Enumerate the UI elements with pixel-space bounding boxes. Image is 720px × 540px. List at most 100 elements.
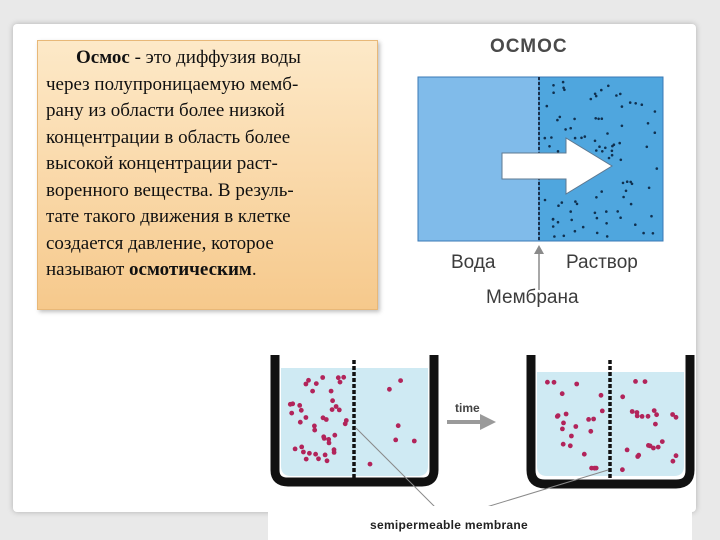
particle — [561, 420, 566, 426]
solute-dot — [594, 117, 597, 120]
definition-line-3: рану из области более низкой — [46, 100, 285, 121]
solute-dot — [598, 145, 601, 148]
osmotic-term: осмотическим — [129, 259, 252, 280]
solute-dot — [610, 149, 614, 153]
solute-dot — [651, 232, 655, 235]
particle — [313, 381, 319, 386]
particle — [670, 458, 676, 464]
solute-dot — [550, 136, 553, 139]
time-arrow-head — [480, 414, 496, 430]
particle — [651, 445, 656, 451]
particle — [581, 451, 587, 457]
solute-dot — [619, 92, 622, 96]
particle — [297, 419, 303, 425]
particle — [639, 414, 645, 419]
solute-dot — [600, 88, 603, 92]
solute-dot — [561, 80, 565, 84]
solute-dot — [589, 97, 593, 101]
particle — [620, 467, 625, 473]
solute-dot — [604, 146, 607, 150]
term: Осмос — [76, 47, 130, 68]
particle — [592, 465, 597, 471]
particle — [303, 415, 309, 420]
solute-dot — [580, 136, 583, 140]
particle — [411, 438, 417, 444]
particle — [560, 441, 566, 447]
particle — [335, 375, 341, 381]
solute-dot — [605, 222, 608, 225]
particle — [545, 379, 550, 385]
membrane-pointer-right — [469, 469, 609, 513]
solute-dot — [583, 135, 587, 138]
particle — [635, 454, 641, 459]
beaker-after — [526, 355, 695, 489]
particle — [655, 444, 661, 450]
solute-dot — [601, 150, 604, 153]
particle — [326, 440, 332, 446]
particle — [395, 423, 401, 429]
solute-dot — [606, 132, 609, 135]
particle — [646, 443, 651, 448]
particle — [367, 461, 373, 467]
solute-dot — [560, 201, 564, 204]
particle — [598, 392, 604, 398]
particle — [620, 394, 626, 400]
time-label: time — [455, 401, 480, 415]
solute-dot — [625, 180, 629, 183]
particle — [333, 404, 339, 409]
solute-dot — [562, 234, 566, 238]
solute-dot — [551, 225, 555, 228]
particle — [588, 428, 594, 434]
solute-dot — [543, 136, 547, 140]
solute-dot — [569, 210, 572, 213]
solute-dot — [552, 84, 555, 87]
solute-dot — [615, 94, 618, 97]
particle — [297, 403, 303, 408]
solute-dot — [545, 104, 549, 108]
definition-line-7: тате такого движения в клетке — [46, 206, 291, 227]
particle — [343, 418, 349, 423]
solute-dot — [551, 218, 555, 221]
solute-dot — [563, 88, 566, 92]
caption-strip — [268, 506, 692, 540]
solute-dot — [574, 200, 577, 203]
particle — [331, 450, 337, 455]
solute-dot — [622, 195, 625, 199]
particle — [316, 456, 321, 462]
solute-dot — [621, 181, 625, 185]
particle — [651, 408, 657, 413]
particle — [326, 437, 332, 442]
particle — [292, 446, 298, 452]
solute-dot — [618, 141, 621, 145]
solute-dot — [624, 189, 628, 193]
particle — [324, 458, 330, 464]
definition-line-2: через полупроницаемую мемб- — [46, 73, 299, 95]
particle — [312, 427, 318, 433]
particle — [320, 415, 326, 421]
particle — [633, 379, 638, 384]
particle — [303, 456, 309, 462]
water-label: Вода — [451, 252, 496, 273]
solute-dots — [543, 80, 659, 238]
particles-before — [287, 374, 417, 467]
particle — [322, 452, 328, 458]
particle — [634, 410, 640, 415]
solute-dot — [650, 214, 653, 218]
particle — [567, 443, 573, 449]
solute-dot — [595, 231, 599, 235]
particle — [328, 388, 334, 394]
solute-dot — [593, 92, 597, 96]
solute-dot — [629, 202, 633, 206]
solute-dot — [573, 136, 577, 140]
semipermeable-membrane-label: semipermeable membrane — [370, 518, 529, 532]
particle — [559, 391, 565, 397]
particle — [673, 414, 679, 420]
solute-dot — [634, 223, 637, 226]
definition-line-4: концентрации в область более — [46, 126, 291, 148]
solute-dot — [595, 149, 598, 152]
particle — [312, 423, 317, 429]
particle — [653, 421, 658, 427]
particle — [574, 381, 580, 387]
